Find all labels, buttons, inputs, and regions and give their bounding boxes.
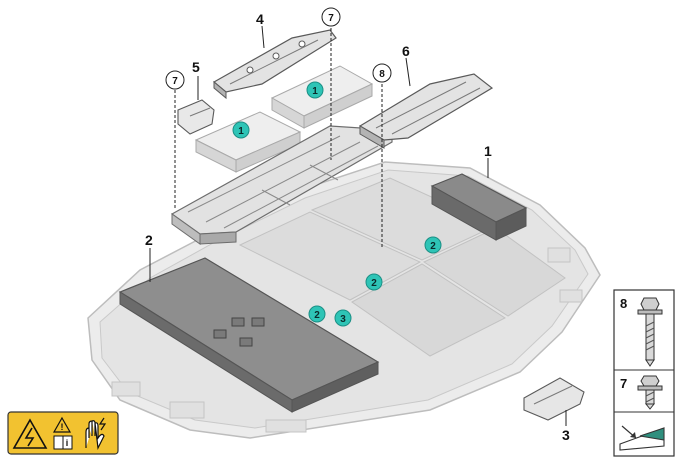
- svg-text:8: 8: [620, 296, 627, 311]
- svg-text:2: 2: [314, 310, 320, 321]
- bolt-short-icon: [637, 375, 663, 410]
- svg-text:i: i: [66, 438, 69, 448]
- cell-module-large: [118, 257, 380, 413]
- svg-text:7: 7: [620, 376, 627, 391]
- wedge-symbol-icon: [619, 425, 665, 451]
- teal-marker-3: 3: [334, 309, 352, 327]
- angle-bracket: [177, 99, 215, 135]
- callout-labels: 1 2 3 4 5 6: [145, 11, 570, 443]
- teal-marker-1-right: 1: [306, 81, 324, 99]
- parts-legend: 8 7: [613, 289, 675, 457]
- legend-item-8: 8: [620, 296, 663, 367]
- bolt-long-icon: [637, 297, 663, 367]
- circled-ref-7-left: 7: [165, 70, 185, 90]
- teal-markers: 1 1 2 2 2 3: [232, 81, 442, 327]
- cell-module-small: [430, 173, 528, 241]
- teal-marker-2-center: 2: [365, 273, 383, 291]
- callout-5: 5: [192, 59, 200, 75]
- circled-refs: 7 7 8: [165, 7, 392, 90]
- top-frame-right: [358, 73, 494, 149]
- callout-1: 1: [484, 143, 492, 159]
- teal-marker-2-right: 2: [424, 236, 442, 254]
- hand-electric-icon: [85, 417, 107, 451]
- manual-warning-icon: ! i: [52, 416, 73, 450]
- top-bracket: [212, 29, 337, 100]
- svg-text:2: 2: [430, 241, 436, 252]
- circled-ref-7-top: 7: [321, 7, 341, 27]
- high-voltage-warning-icon: [12, 418, 48, 449]
- svg-text:7: 7: [172, 76, 178, 87]
- svg-text:1: 1: [312, 86, 318, 97]
- callout-2: 2: [145, 232, 153, 248]
- circled-ref-8: 8: [372, 63, 392, 83]
- warning-label: ! i: [7, 411, 119, 455]
- callout-3: 3: [562, 427, 570, 443]
- small-bracket: [523, 377, 585, 421]
- svg-text:7: 7: [328, 13, 334, 24]
- teal-marker-2-front: 2: [308, 305, 326, 323]
- svg-text:!: !: [61, 422, 64, 432]
- leader-lines: [149, 25, 567, 426]
- callout-4: 4: [256, 11, 264, 27]
- callout-6: 6: [402, 43, 410, 59]
- svg-text:1: 1: [238, 126, 244, 137]
- legend-item-7: 7: [620, 375, 663, 410]
- svg-text:2: 2: [371, 278, 377, 289]
- svg-text:8: 8: [379, 69, 385, 80]
- svg-text:3: 3: [340, 314, 346, 325]
- upper-frame: [170, 125, 393, 245]
- teal-marker-1-left: 1: [232, 121, 250, 139]
